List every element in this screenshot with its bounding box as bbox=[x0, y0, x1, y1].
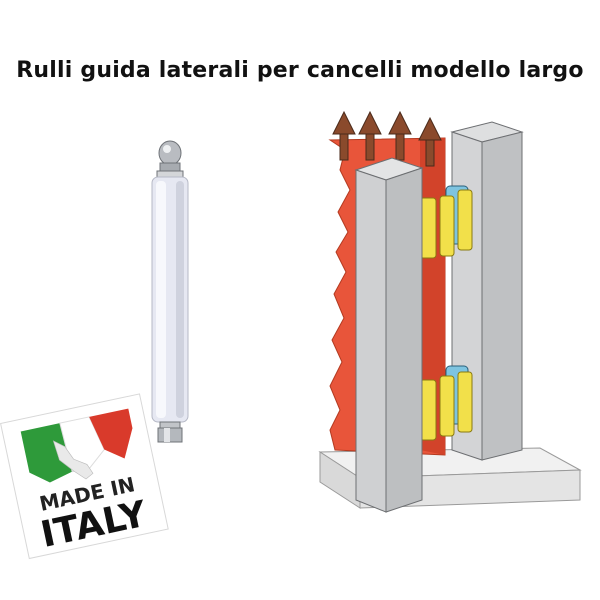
upward-arrows bbox=[332, 110, 442, 167]
roller-assembly-lower bbox=[419, 365, 473, 441]
up-arrow-icon bbox=[388, 110, 412, 161]
roller-top-joint bbox=[156, 140, 184, 178]
roller-body bbox=[151, 176, 189, 423]
up-arrow-icon bbox=[332, 110, 356, 161]
roller-assembly-upper bbox=[419, 185, 473, 259]
front-post bbox=[354, 157, 424, 513]
up-arrow-icon bbox=[418, 116, 442, 167]
guide-roller-product bbox=[151, 140, 189, 443]
up-arrow-icon bbox=[358, 110, 382, 161]
italy-flag-map bbox=[20, 408, 133, 483]
page-title: Rulli guida laterali per cancelli modell… bbox=[16, 58, 584, 83]
made-in-italy-badge: MADE IN ITALY bbox=[0, 393, 169, 560]
roller-bottom-nut bbox=[157, 421, 183, 443]
gate-diagram bbox=[318, 110, 582, 513]
